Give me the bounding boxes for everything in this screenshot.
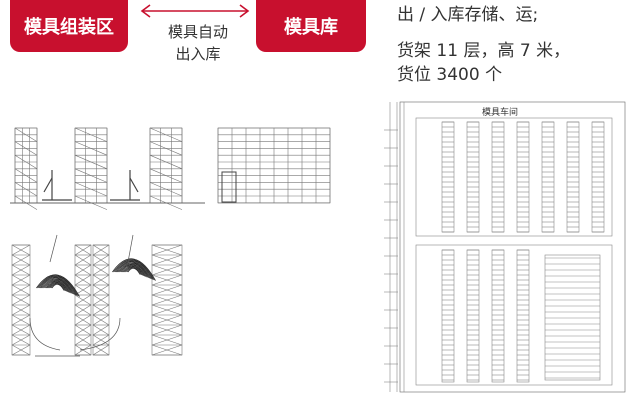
workshop-title: 模具车间	[482, 106, 518, 118]
spec-line-3: 货位 3400 个	[397, 65, 503, 85]
crane-turning-path-left	[36, 274, 80, 297]
crane-turning-path-right	[112, 258, 156, 281]
auto-in-out-label-2: 出入库	[175, 45, 221, 63]
spec-line-1: 出 / 入库存储、运;	[397, 5, 539, 25]
mold-warehouse-text: 模具库	[284, 17, 338, 38]
stacker-crane-left	[42, 170, 72, 201]
stacker-crane-right	[110, 170, 140, 201]
auto-in-out-label-1: 模具自动	[167, 23, 228, 41]
spec-line-2: 货架 11 层，高 7 米，	[397, 41, 571, 61]
mold-assembly-area-text: 模具组装区	[24, 17, 114, 38]
mold-warehouse-label: 模具库	[256, 0, 366, 52]
mold-assembly-area-label: 模具组装区	[10, 0, 128, 52]
